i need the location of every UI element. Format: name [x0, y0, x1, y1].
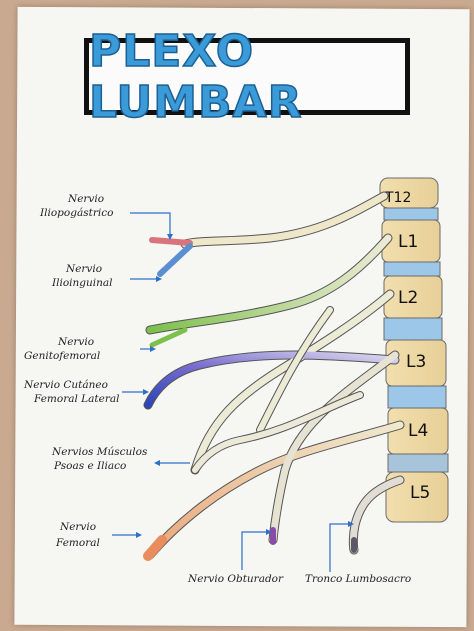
title-box: PLEXO LUMBAR: [84, 25, 410, 128]
lateral-cutaneous-nerve: [144, 351, 399, 409]
label-lateral-cutaneous-line2: Femoral Lateral: [33, 393, 119, 405]
vertebra-label-l3: L3: [406, 352, 426, 372]
psoas-branch: [191, 290, 394, 474]
label-lumbosacral: Tronco Lumbosacro: [305, 573, 411, 585]
label-psoas-line2: Psoas e Iliaco: [53, 460, 126, 472]
vertebra-label-l1: L1: [398, 232, 418, 252]
vertebra-label-l4: L4: [408, 421, 428, 441]
arrow-iliohypogastric: [130, 212, 171, 236]
label-lateral-cutaneous-line1: Nervio Cutáneo: [23, 379, 108, 391]
arrow-lumbosacral: [329, 523, 350, 572]
obturator-nerve: [269, 351, 399, 544]
disc-l1-l2: [383, 261, 441, 277]
iliohypogastric-end: [149, 237, 193, 246]
label-ilioinguinal-line2: Ilioinguinal: [51, 277, 113, 289]
disc-t12-l1: [383, 207, 439, 221]
label-femoral-line1: Nervio: [59, 521, 96, 533]
label-genitofemoral-line2: Genitofemoral: [24, 350, 100, 362]
disc-l4-l5: [387, 453, 449, 473]
label-genitofemoral-line1: Nervio: [57, 336, 94, 348]
label-femoral-line2: Femoral: [55, 537, 100, 549]
label-obturator: Nervio Obturador: [187, 573, 284, 585]
vertebra-l5: [385, 471, 449, 523]
label-psoas-line1: Nervios Músculos: [51, 446, 148, 458]
vertebra-label-t12: T12: [384, 190, 411, 206]
iliohypogastric-trunk: [181, 192, 388, 248]
disc-l3-l4: [387, 385, 447, 409]
label-iliohypogastric-line2: Iliopogástrico: [39, 207, 113, 219]
femoral-nerve: [146, 421, 404, 559]
label-ilioinguinal-line1: Nervio: [65, 263, 102, 275]
label-iliohypogastric-line1: Nervio: [67, 193, 104, 205]
vertebral-column: [379, 177, 449, 523]
femoral-end: [143, 535, 167, 561]
vertebra-label-l5: L5: [410, 483, 430, 503]
nerve-network: [143, 191, 405, 561]
page-title: PLEXO LUMBAR: [88, 25, 303, 129]
genitofemoral-branch-end: [149, 327, 188, 348]
disc-l2-l3: [383, 317, 443, 341]
vertebra-label-l2: L2: [398, 288, 418, 308]
arrow-heads: [136, 234, 354, 538]
ilioinguinal-end: [157, 243, 193, 277]
genitofemoral-nerve: [146, 234, 392, 334]
arrow-obturator: [241, 531, 268, 570]
